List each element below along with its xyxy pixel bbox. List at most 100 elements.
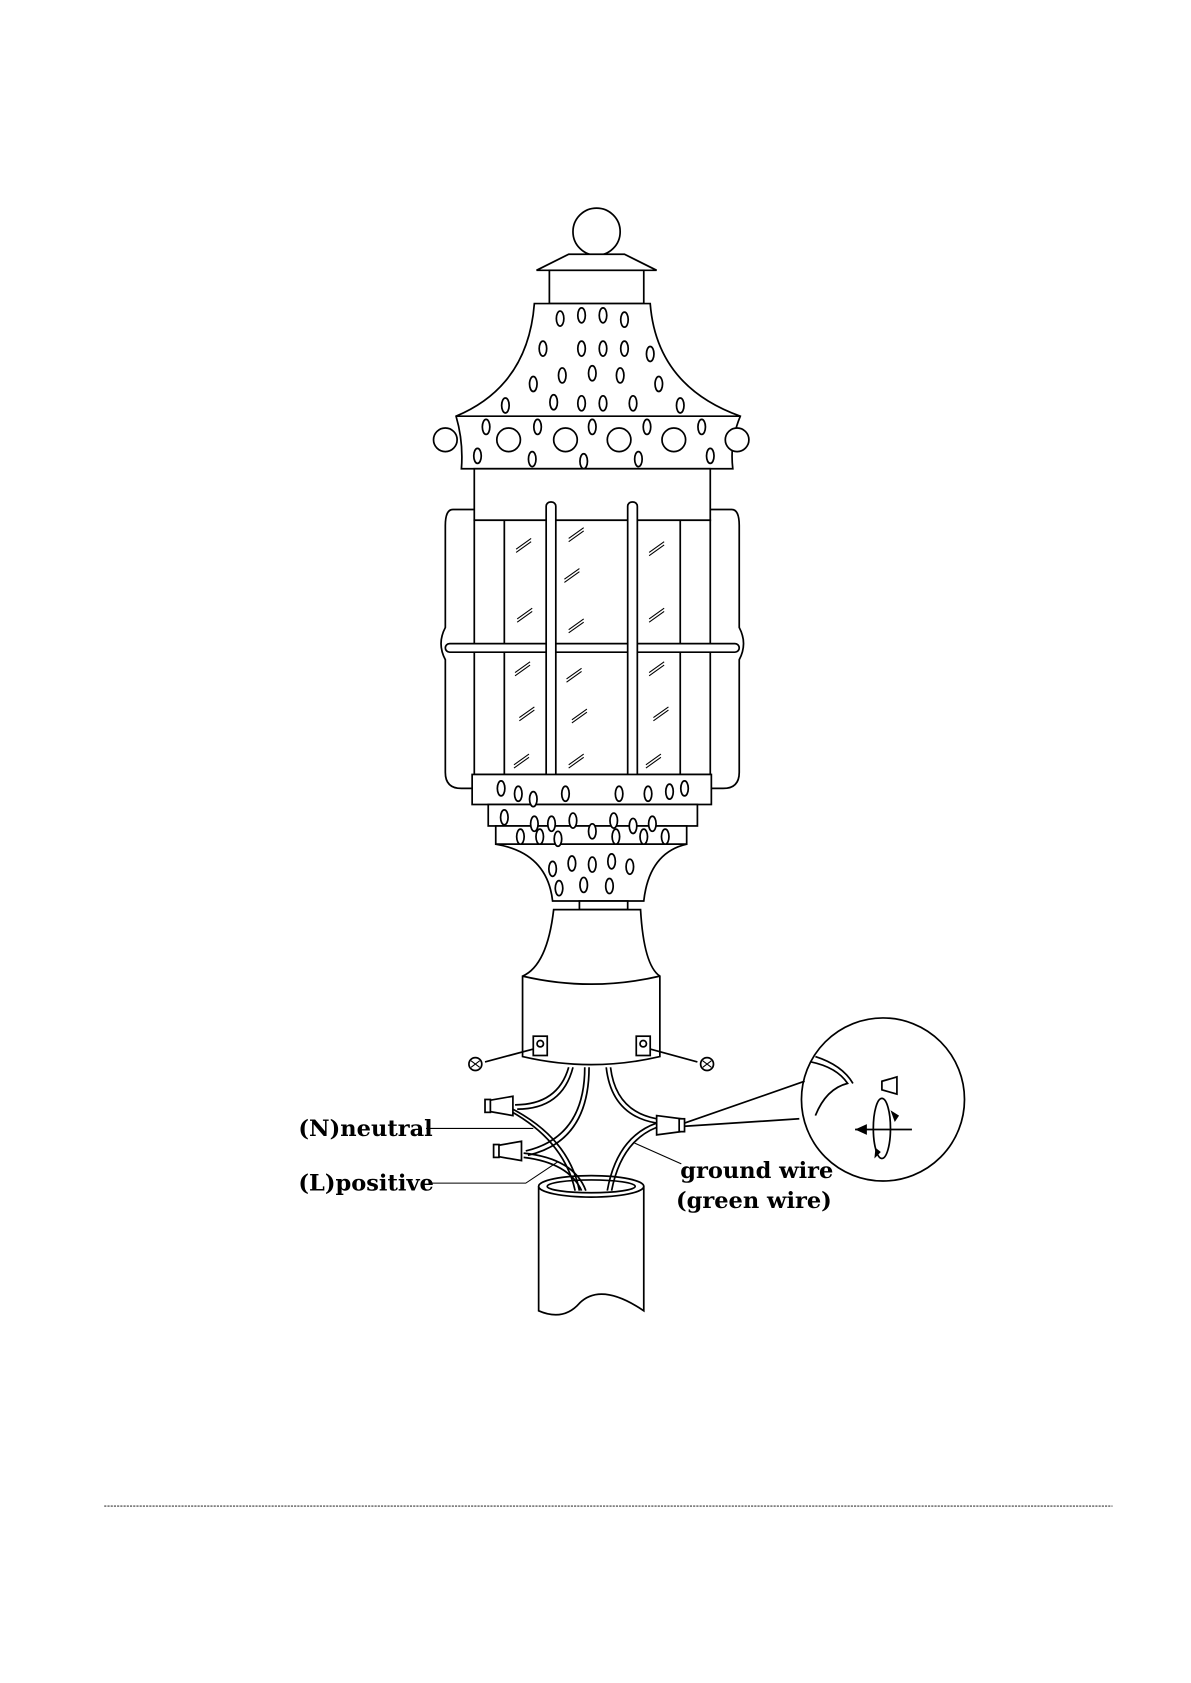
hammered-dimple bbox=[500, 397, 511, 414]
glass-glint bbox=[566, 667, 582, 680]
hammered-dimple bbox=[553, 830, 563, 848]
hammered-dimple bbox=[499, 808, 509, 826]
glass-glint bbox=[648, 541, 665, 553]
hammered-dimple bbox=[535, 828, 545, 846]
hammered-dimple bbox=[619, 311, 630, 329]
hammered-dimple bbox=[615, 367, 625, 384]
hammered-dimple bbox=[555, 310, 565, 327]
hammered-dimple bbox=[579, 876, 589, 894]
lantern-glass-cage bbox=[440, 467, 745, 791]
hammered-dimple bbox=[513, 785, 523, 803]
wire-nut-neutral-icon bbox=[484, 1095, 514, 1117]
lantern-base bbox=[471, 773, 713, 911]
glass-glint bbox=[648, 610, 665, 623]
label-neutral: (N)neutral bbox=[298, 1116, 432, 1142]
hammered-dimple bbox=[527, 450, 537, 468]
hammered-dimple bbox=[568, 812, 578, 829]
hammered-dimple bbox=[587, 418, 597, 436]
label-green-wire: (green wire) bbox=[676, 1188, 832, 1214]
glass-glint bbox=[519, 709, 535, 722]
glass-glint bbox=[568, 527, 585, 539]
lantern-top-finial bbox=[536, 207, 658, 305]
glass-glint bbox=[653, 709, 669, 722]
hammered-dimple bbox=[532, 418, 543, 436]
hammered-dimple bbox=[609, 812, 619, 829]
hammered-dimple bbox=[654, 375, 664, 393]
hammered-dimple bbox=[625, 858, 635, 876]
glass-glint bbox=[516, 610, 533, 623]
glass-glint bbox=[648, 664, 665, 677]
hammered-dimple bbox=[628, 394, 638, 412]
rosettes bbox=[432, 427, 750, 453]
glass-glint bbox=[571, 711, 588, 724]
glass-glint bbox=[566, 671, 582, 683]
glass-glint bbox=[514, 664, 531, 677]
hammered-dimple bbox=[611, 828, 621, 846]
glass-glint bbox=[568, 756, 585, 769]
glass-glint bbox=[564, 568, 580, 580]
arrow-left-icon bbox=[855, 1124, 867, 1135]
hammered-dimple bbox=[598, 340, 608, 357]
hammered-dimple bbox=[645, 345, 655, 363]
hammered-dimple bbox=[557, 367, 567, 384]
hammered-dimple bbox=[598, 306, 608, 324]
hammered-dimple bbox=[529, 815, 539, 833]
hammered-dimple bbox=[660, 828, 670, 846]
hammered-dimple bbox=[496, 780, 506, 797]
glass-glint bbox=[519, 706, 535, 719]
hammered-dimple bbox=[587, 364, 597, 382]
glass-glint bbox=[648, 544, 665, 557]
glass-glint bbox=[515, 541, 532, 553]
glass-glint bbox=[571, 708, 588, 721]
hammered-dimple bbox=[547, 860, 558, 878]
hammered-dimple bbox=[619, 340, 630, 357]
glass-glint bbox=[648, 661, 665, 673]
hammered-dimple bbox=[675, 397, 685, 414]
hammered-dimple bbox=[528, 790, 538, 808]
glass-glint bbox=[568, 530, 585, 543]
hammered-dimple bbox=[576, 340, 587, 357]
hammered-dimple bbox=[576, 306, 587, 324]
glass-glint bbox=[653, 706, 669, 719]
hammered-dimple bbox=[587, 856, 597, 873]
hammered-dimple bbox=[705, 447, 715, 465]
glass-glint bbox=[513, 753, 530, 766]
glass-glint bbox=[648, 607, 665, 620]
glass-glint bbox=[564, 571, 580, 583]
hammered-dimple bbox=[647, 815, 657, 833]
hammered-dimple bbox=[628, 817, 638, 835]
hammered-dimple bbox=[679, 780, 690, 797]
hammered-dimple bbox=[549, 393, 559, 411]
glass-glint bbox=[568, 621, 585, 634]
glass-glint bbox=[513, 756, 530, 769]
hammered-dimple bbox=[606, 852, 617, 870]
lamp-post bbox=[537, 1174, 645, 1316]
glass-glint bbox=[514, 661, 531, 673]
glass-glint bbox=[645, 756, 662, 769]
post-adapter bbox=[484, 908, 698, 1066]
mounting-screw-left-icon bbox=[468, 1056, 483, 1072]
hammered-dimple bbox=[515, 828, 526, 846]
label-ground-wire: ground wire bbox=[680, 1158, 833, 1184]
wire-nut-detail-icon bbox=[881, 1075, 898, 1096]
hammered-dimple bbox=[472, 447, 483, 465]
hammered-dimple bbox=[546, 815, 557, 833]
label-positive: (L)positive bbox=[298, 1171, 434, 1197]
hammered-dimple bbox=[587, 822, 597, 840]
ground-leader-line bbox=[632, 1141, 682, 1165]
hammered-dimple bbox=[604, 877, 615, 895]
rotate-arrow-icon bbox=[890, 1110, 900, 1122]
hammered-dimple bbox=[639, 828, 649, 846]
wire-nut-ground-icon bbox=[655, 1114, 686, 1136]
glass-glint bbox=[645, 753, 662, 766]
mounting-screw-right-icon bbox=[699, 1056, 715, 1072]
hammered-dimple bbox=[643, 785, 653, 803]
hammered-dimple bbox=[567, 855, 577, 872]
positive-leader-line bbox=[429, 1161, 559, 1184]
hammered-dimple bbox=[598, 394, 608, 412]
hammered-dimple bbox=[576, 394, 587, 412]
hammered-dimple bbox=[560, 785, 571, 803]
hammered-dimple bbox=[642, 418, 652, 436]
